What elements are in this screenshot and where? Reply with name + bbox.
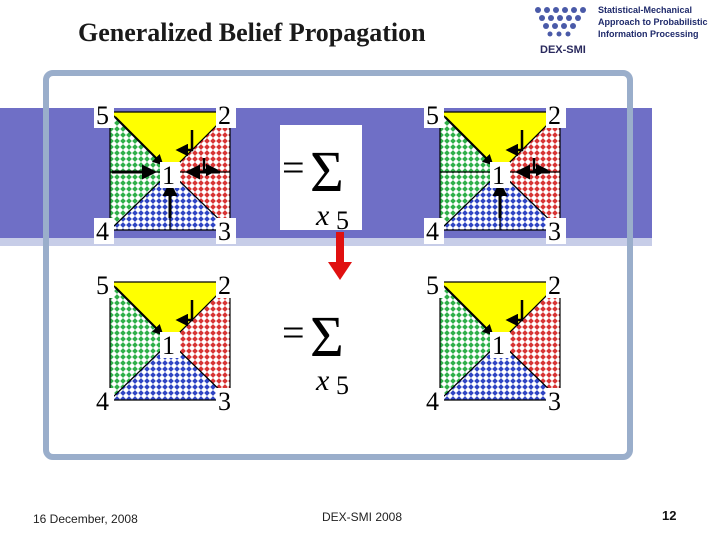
node-label-bg <box>546 388 566 414</box>
edge-arrow-icon <box>114 286 164 336</box>
node-label-3: 3 <box>218 387 231 416</box>
formula-top: = Σ x 5 <box>280 125 362 235</box>
bent-arrow-icon <box>202 158 219 177</box>
node-label-4: 4 <box>96 217 109 246</box>
content-frame <box>43 70 633 460</box>
footer-date: 16 December, 2008 <box>33 512 138 526</box>
node-label-bg <box>94 272 114 298</box>
node-label-bg <box>424 102 444 128</box>
node-label-bg <box>490 332 510 358</box>
footer-center: DEX-SMI 2008 <box>322 510 403 524</box>
blue-region <box>108 341 232 401</box>
edge-arrow-icon <box>114 116 164 166</box>
node-label-4: 4 <box>426 387 439 416</box>
node-label-bg <box>94 102 114 128</box>
node-label-3: 3 <box>548 387 561 416</box>
node-label-bg <box>216 102 236 128</box>
node-label-5: 5 <box>426 101 439 130</box>
lattice-diagram-tl: 5 2 1 4 3 <box>94 101 236 246</box>
sum-symbol: Σ <box>310 139 344 204</box>
node-label-bg <box>546 272 566 298</box>
lattice-diagram-bl: 5 2 1 4 3 <box>94 271 236 416</box>
node-label-bg <box>546 218 566 244</box>
node-label-bg <box>546 102 566 128</box>
node-label-bg <box>490 162 510 188</box>
bent-arrow-icon <box>505 130 524 157</box>
formula-bottom: = Σ x 5 <box>280 290 362 400</box>
node-label-2: 2 <box>218 271 231 300</box>
logo-line-1: Statistical-Mechanical <box>598 5 693 15</box>
dex-smi-logo-icon <box>535 7 586 37</box>
logo-text: DEX-SMI <box>540 44 586 56</box>
highlight-bar-edge <box>0 238 652 246</box>
node-label-3: 3 <box>218 217 231 246</box>
node-label-1: 1 <box>492 331 505 360</box>
page-number: 12 <box>662 508 677 523</box>
node-label-2: 2 <box>548 271 561 300</box>
node-label-bg <box>424 388 444 414</box>
sum-symbol: Σ <box>310 304 344 369</box>
node-label-1: 1 <box>162 331 175 360</box>
bent-arrow-icon <box>505 300 524 327</box>
bent-arrow-icon <box>175 130 194 157</box>
node-label-4: 4 <box>96 387 109 416</box>
node-label-bg <box>216 388 236 414</box>
equals-sign: = <box>282 310 305 355</box>
node-label-bg <box>94 218 114 244</box>
down-arrow-icon <box>328 232 352 280</box>
node-label-bg <box>160 162 180 188</box>
blue-region <box>438 341 562 401</box>
logo-line-2: Approach to Probabilistic <box>598 17 708 27</box>
node-label-bg <box>94 388 114 414</box>
bent-arrow-icon <box>532 158 549 177</box>
node-label-bg <box>424 272 444 298</box>
node-label-2: 2 <box>548 101 561 130</box>
node-label-3: 3 <box>548 217 561 246</box>
slide-title: Generalized Belief Propagation <box>78 18 426 47</box>
lattice-diagram-br: 5 2 1 4 3 <box>424 271 566 416</box>
logo-line-3: Information Processing <box>598 29 699 39</box>
node-label-1: 1 <box>492 161 505 190</box>
sum-subscript: 5 <box>336 206 349 230</box>
sum-subscript: 5 <box>336 371 349 395</box>
edge-arrow-icon <box>444 286 494 336</box>
sm-api-logo: Statistical-Mechanical Approach to Proba… <box>598 4 720 52</box>
node-label-5: 5 <box>426 271 439 300</box>
sum-variable: x <box>315 199 330 230</box>
node-label-bg <box>216 272 236 298</box>
node-label-1: 1 <box>162 161 175 190</box>
equals-sign: = <box>282 145 305 190</box>
bent-arrow-icon <box>175 300 194 327</box>
sum-variable: x <box>315 364 330 395</box>
node-label-4: 4 <box>426 217 439 246</box>
node-label-bg <box>424 218 444 244</box>
logo-area: DEX-SMI Statistical-Mechanical Approach … <box>528 2 720 64</box>
node-label-2: 2 <box>218 101 231 130</box>
node-label-5: 5 <box>96 101 109 130</box>
node-label-5: 5 <box>96 271 109 300</box>
sum-over-x5-bottom: = Σ x 5 <box>282 304 349 400</box>
node-label-bg <box>160 332 180 358</box>
edge-arrow-icon <box>444 116 494 166</box>
sum-over-x5-top: = Σ x 5 <box>282 139 349 235</box>
node-label-bg <box>216 218 236 244</box>
lattice-diagram-tr: 5 2 1 4 3 <box>424 101 566 246</box>
